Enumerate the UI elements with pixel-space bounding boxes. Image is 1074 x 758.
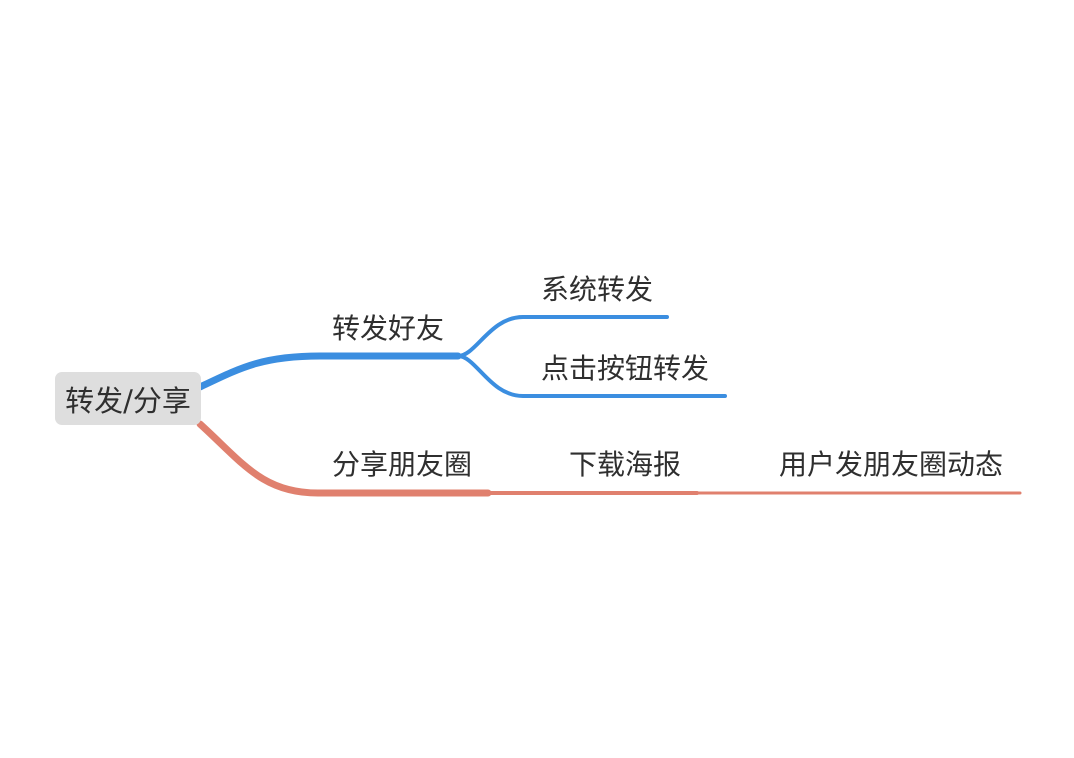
connector-root-forward-friends [196, 352, 462, 391]
node-share-moments[interactable]: 分享朋友圈 [332, 448, 473, 481]
node-download-poster[interactable]: 下载海报 [569, 448, 682, 481]
root-node-label: 转发/分享 [65, 383, 191, 418]
connector-root-share-moments [196, 420, 492, 497]
node-forward-friends[interactable]: 转发好友 [332, 312, 445, 345]
connector-forward-friends-button-forward [456, 354, 727, 398]
node-button-forward[interactable]: 点击按钮转发 [541, 352, 710, 385]
connector-forward-friends-system-forward [456, 315, 669, 358]
node-user-post-moments[interactable]: 用户发朋友圈动态 [779, 448, 1004, 481]
root-node[interactable]: 转发/分享 [55, 372, 201, 425]
node-system-forward[interactable]: 系统转发 [541, 273, 654, 306]
